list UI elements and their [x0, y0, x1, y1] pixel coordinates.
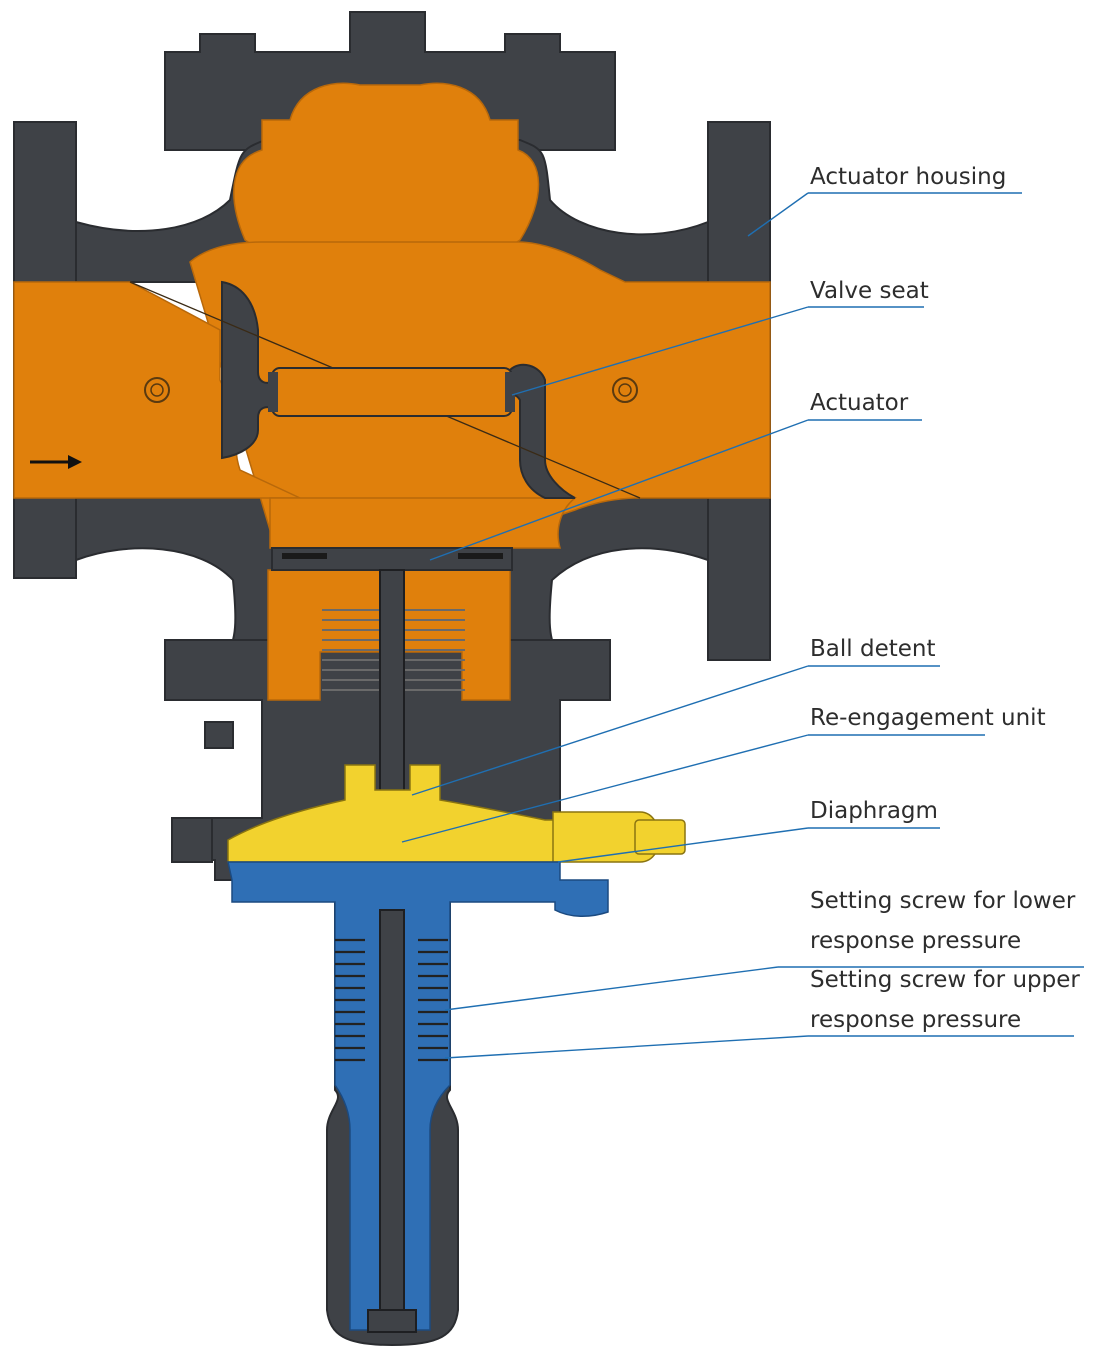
label-upper-screw-line1: Setting screw for upper — [810, 967, 1080, 993]
lower-springs — [335, 938, 448, 1062]
label-lower-screw-line2: response pressure — [810, 928, 1021, 954]
leader-lines — [401, 192, 1084, 1059]
label-ball-detent: Ball detent — [810, 636, 935, 662]
stem-foot — [367, 1309, 417, 1333]
label-valve-seat: Valve seat — [810, 278, 929, 304]
valve-seat-ring-left — [268, 372, 278, 412]
actuator-springs — [322, 609, 465, 691]
flange-bolt-left — [144, 377, 170, 403]
flange-bolt-right — [612, 377, 638, 403]
valve-seat-disc — [271, 367, 513, 417]
right-arrow-icon — [30, 455, 82, 469]
lower-pressure-chamber — [227, 861, 609, 1331]
label-actuator-housing: Actuator housing — [810, 164, 1006, 190]
label-upper-screw-line2: response pressure — [810, 1007, 1021, 1033]
label-lower-screw-line1: Setting screw for lower — [810, 888, 1076, 914]
label-actuator: Actuator — [810, 390, 909, 416]
label-diaphragm: Diaphragm — [810, 798, 938, 824]
reengagement-unit-part — [227, 764, 686, 863]
valve-seat-ring-right — [505, 372, 515, 412]
label-reengagement-unit: Re-engagement unit — [810, 705, 1046, 731]
